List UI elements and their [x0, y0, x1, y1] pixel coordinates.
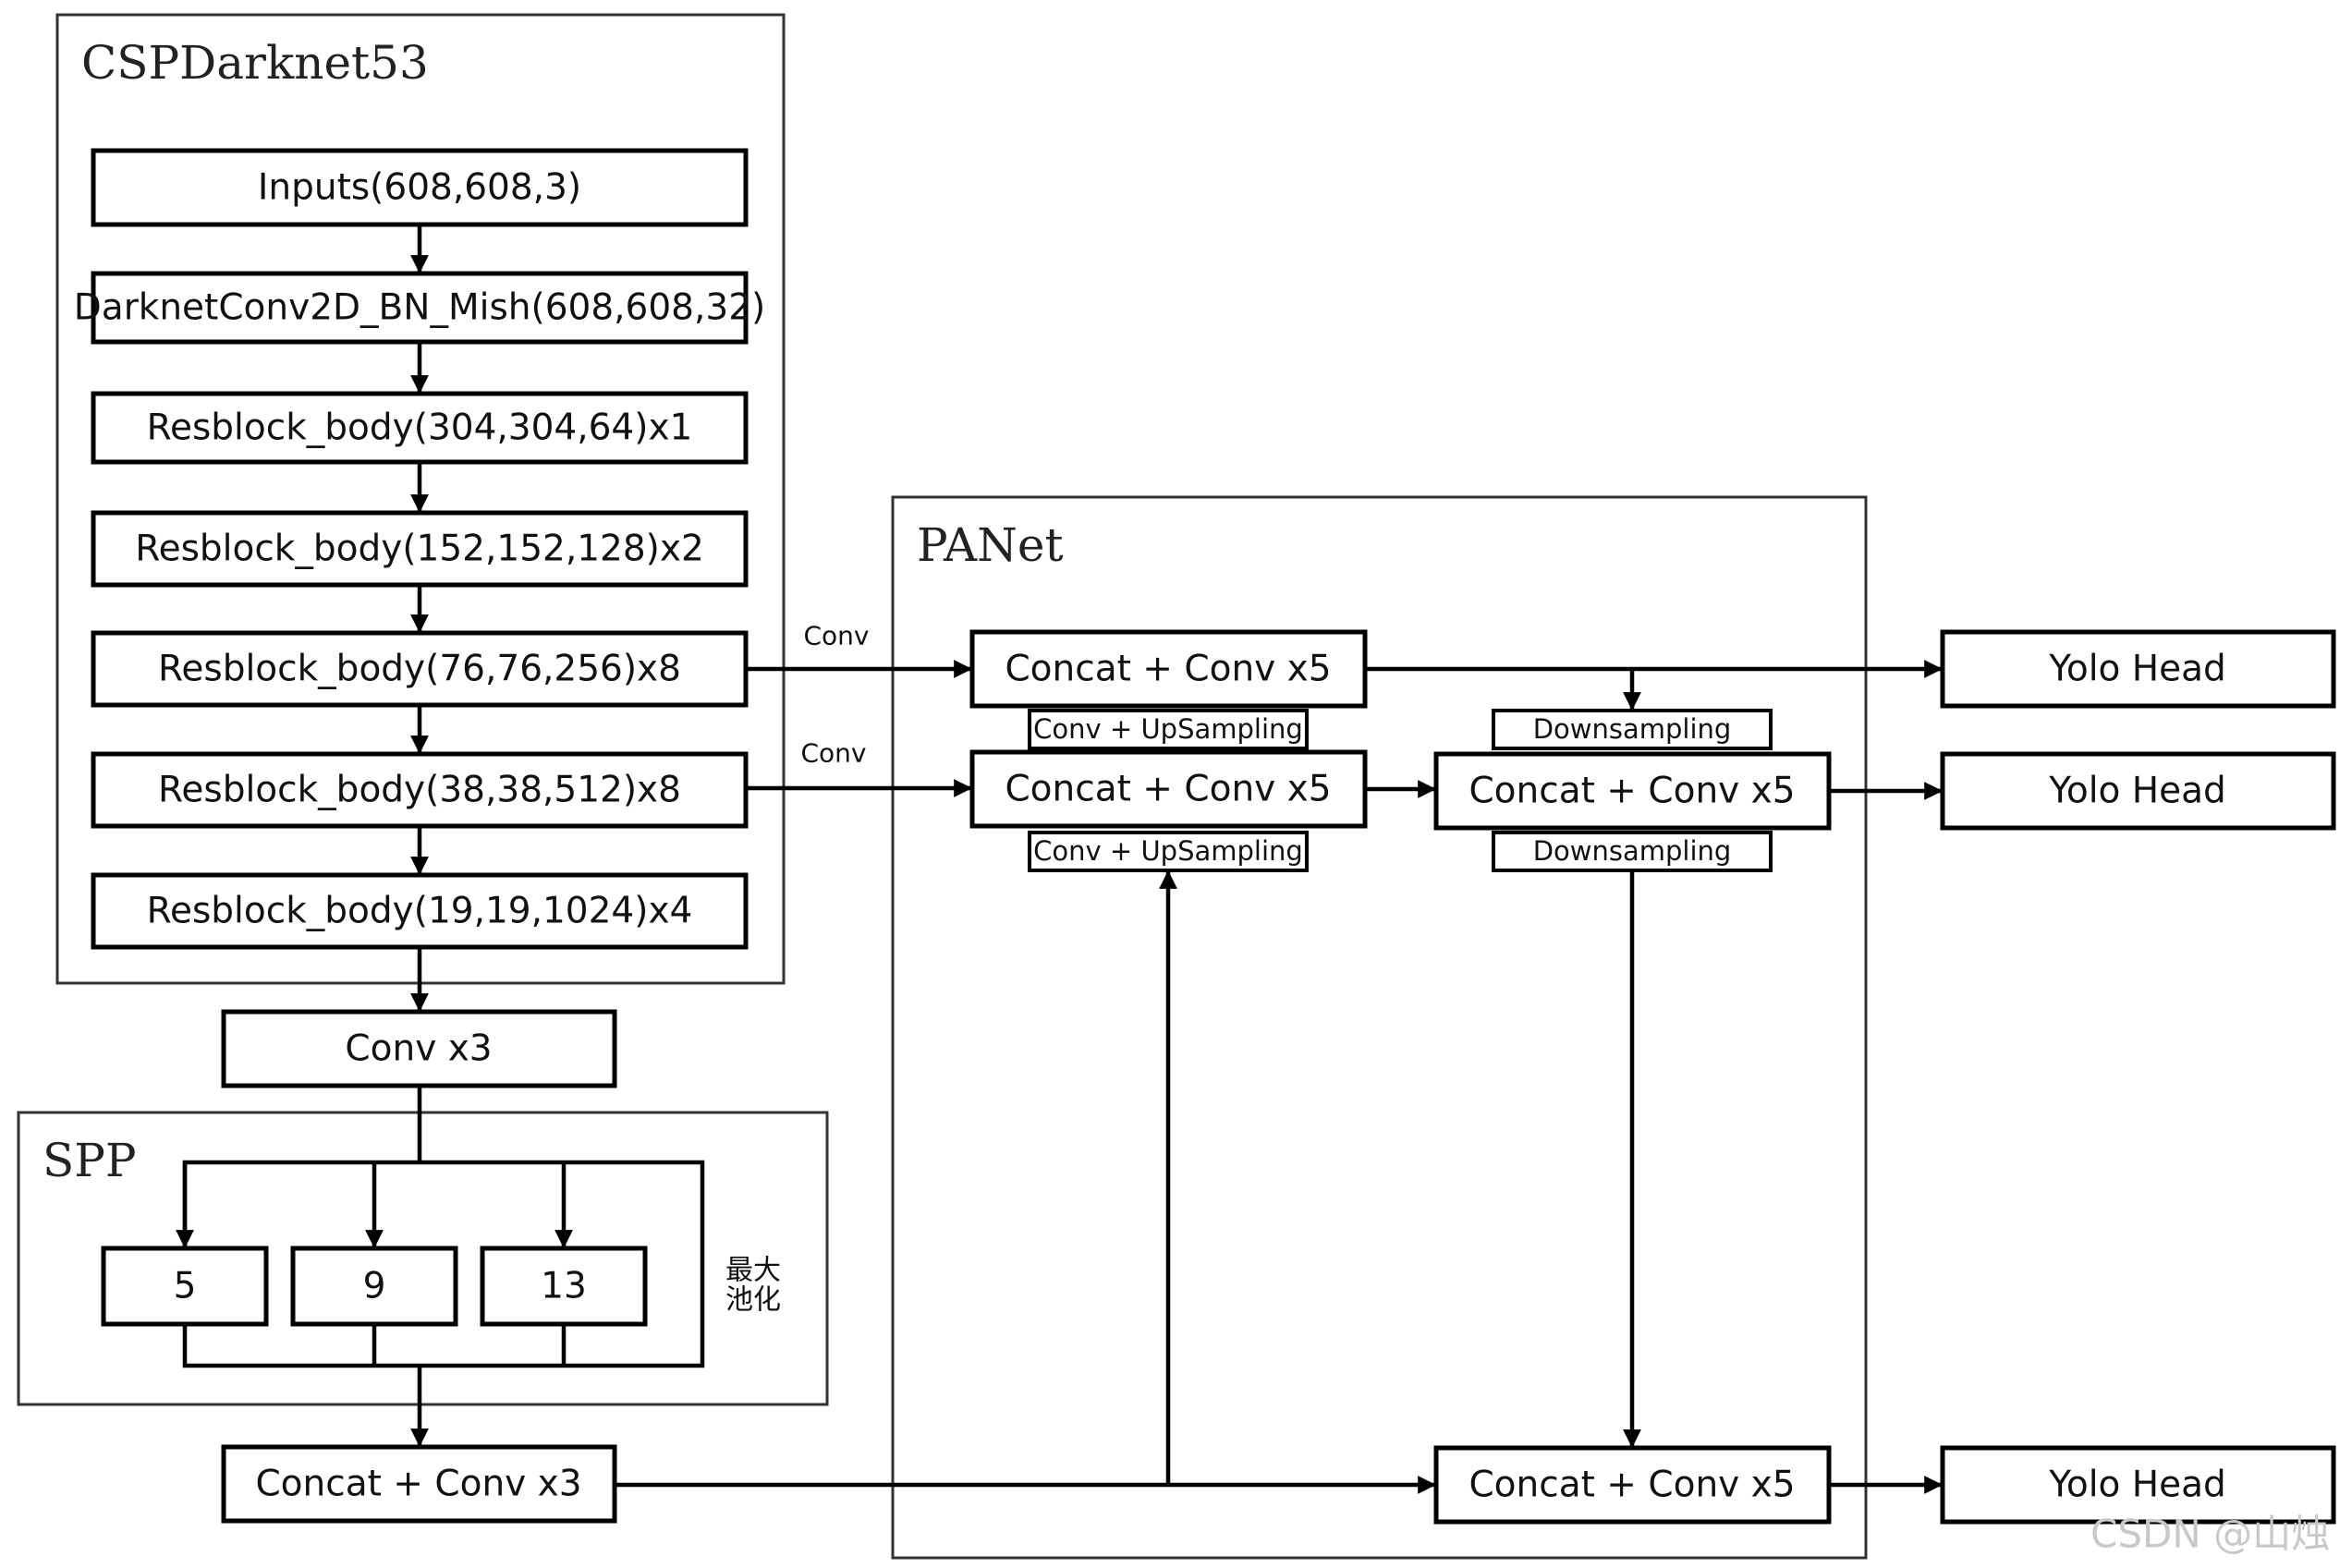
panet-concat-top-label: Concat + Conv x5: [1005, 649, 1331, 690]
max-pool-label-line2: 池化: [725, 1284, 781, 1317]
concat-conv-x3-label: Concat + Conv x3: [255, 1464, 581, 1505]
panet-concat-mid-right-label: Concat + Conv x5: [1468, 771, 1795, 812]
resblock-2-label: Resblock_body(152,152,128)x2: [135, 529, 704, 570]
csdn-watermark: CSDN @山烛: [2090, 1512, 2330, 1557]
spp-frame: [17, 1111, 829, 1406]
upsampling-top-label: Conv + UpSampling: [1033, 713, 1303, 745]
yolo-head-1-label: Yolo Head: [2048, 649, 2226, 690]
downsampling-bottom-label: Downsampling: [1533, 835, 1732, 867]
panet-concat-top-box: [969, 629, 1368, 709]
pool-5-box: [101, 1246, 269, 1327]
yolo-head-3-box: [1940, 1445, 2336, 1525]
darknetconv2d-label: DarknetConv2D_BN_Mish(608,608,32): [74, 287, 765, 329]
resblock-4-box: [91, 751, 749, 829]
downsampling-bottom-box: [1492, 831, 1773, 872]
downsampling-top-box: [1492, 709, 1773, 750]
inputs-label: Inputs(608,608,3): [258, 167, 581, 209]
upsampling-bottom-label: Conv + UpSampling: [1033, 835, 1303, 867]
resblock-4-label: Resblock_body(38,38,512)x8: [158, 770, 681, 811]
panet-concat-bottom-box: [1433, 1445, 1832, 1525]
resblock-1-box: [91, 391, 749, 465]
pool-9-label: 9: [363, 1266, 386, 1307]
panet-concat-bottom-label: Concat + Conv x5: [1468, 1465, 1795, 1506]
panet-concat-mid-left-box: [969, 749, 1368, 829]
pool-13-label: 13: [541, 1266, 587, 1307]
cspdarknet53-title: CSPDarknet53: [81, 36, 429, 90]
panet-title: PANet: [917, 518, 1064, 572]
pool-9-box: [290, 1246, 458, 1327]
pool-13-box: [480, 1246, 648, 1327]
conv-label-2: Conv: [801, 738, 867, 769]
yolo-head-2-label: Yolo Head: [2048, 771, 2226, 812]
panet-concat-mid-left-label: Concat + Conv x5: [1005, 769, 1331, 810]
panet-concat-mid-right-box: [1433, 751, 1832, 831]
upsampling-top-box: [1028, 709, 1309, 750]
conv-x3-box: [221, 1009, 617, 1088]
resblock-1-label: Resblock_body(304,304,64)x1: [147, 407, 693, 449]
spp-title: SPP: [43, 1134, 137, 1187]
pool-5-label: 5: [174, 1266, 197, 1307]
yolo-head-2-box: [1940, 751, 2336, 831]
downsampling-top-label: Downsampling: [1533, 713, 1732, 745]
resblock-5-box: [91, 872, 749, 950]
yolo-head-3-label: Yolo Head: [2048, 1465, 2226, 1506]
max-pool-label-line1: 最大: [725, 1255, 781, 1287]
conv-label-1: Conv: [804, 621, 870, 651]
resblock-5-label: Resblock_body(19,19,1024)x4: [147, 891, 693, 932]
inputs-box: [91, 148, 749, 227]
upsampling-bottom-box: [1028, 831, 1309, 872]
panet-frame: [891, 495, 1868, 1560]
yolo-head-1-box: [1940, 629, 2336, 709]
conv-x3-label: Conv x3: [345, 1028, 492, 1070]
resblock-3-label: Resblock_body(76,76,256)x8: [158, 649, 681, 690]
